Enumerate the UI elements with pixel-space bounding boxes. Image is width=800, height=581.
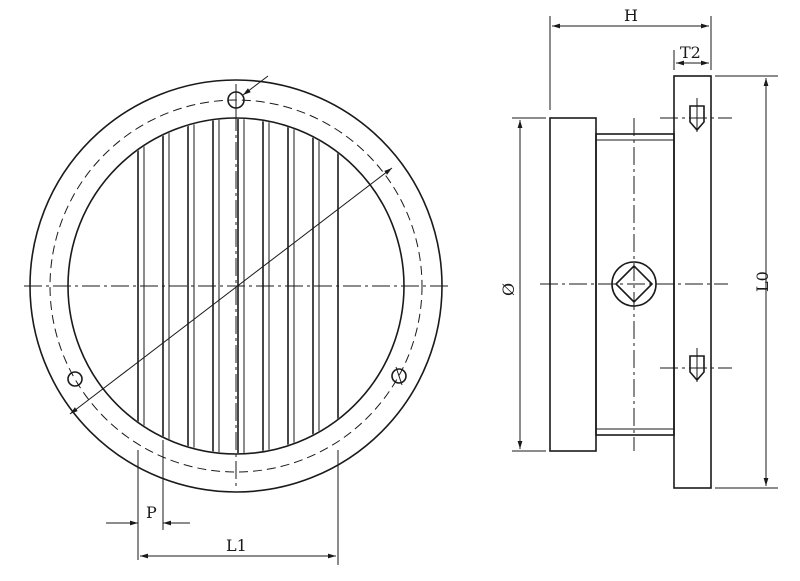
rear-flange <box>673 75 712 489</box>
dimension-p: P <box>106 440 190 560</box>
dimension-t2: T2 <box>673 43 709 70</box>
label-l0: L0 <box>753 271 772 292</box>
label-diameter: Ø <box>499 283 518 296</box>
label-l1: L1 <box>226 536 247 555</box>
bolt-hole-top <box>227 86 245 114</box>
bolt-hole-left <box>67 371 83 387</box>
side-view: H T2 Ø L0 <box>499 6 778 489</box>
bolt-hole-leader <box>242 75 269 96</box>
label-t2: T2 <box>680 43 701 62</box>
grille-bars <box>137 119 339 453</box>
dimension-l0: L0 <box>715 75 778 489</box>
dimension-h: H <box>549 6 712 110</box>
center-diamond-symbol <box>611 261 657 307</box>
dimension-diameter: Ø <box>499 117 546 452</box>
bolt-hole-right <box>391 366 407 386</box>
screw-top <box>660 98 732 132</box>
dimension-l1: L1 <box>140 450 339 565</box>
label-h: H <box>624 6 638 25</box>
front-view: P L1 <box>24 75 452 565</box>
label-p: P <box>146 503 157 522</box>
diameter-leader-line <box>69 167 393 415</box>
screw-bottom <box>660 348 732 382</box>
